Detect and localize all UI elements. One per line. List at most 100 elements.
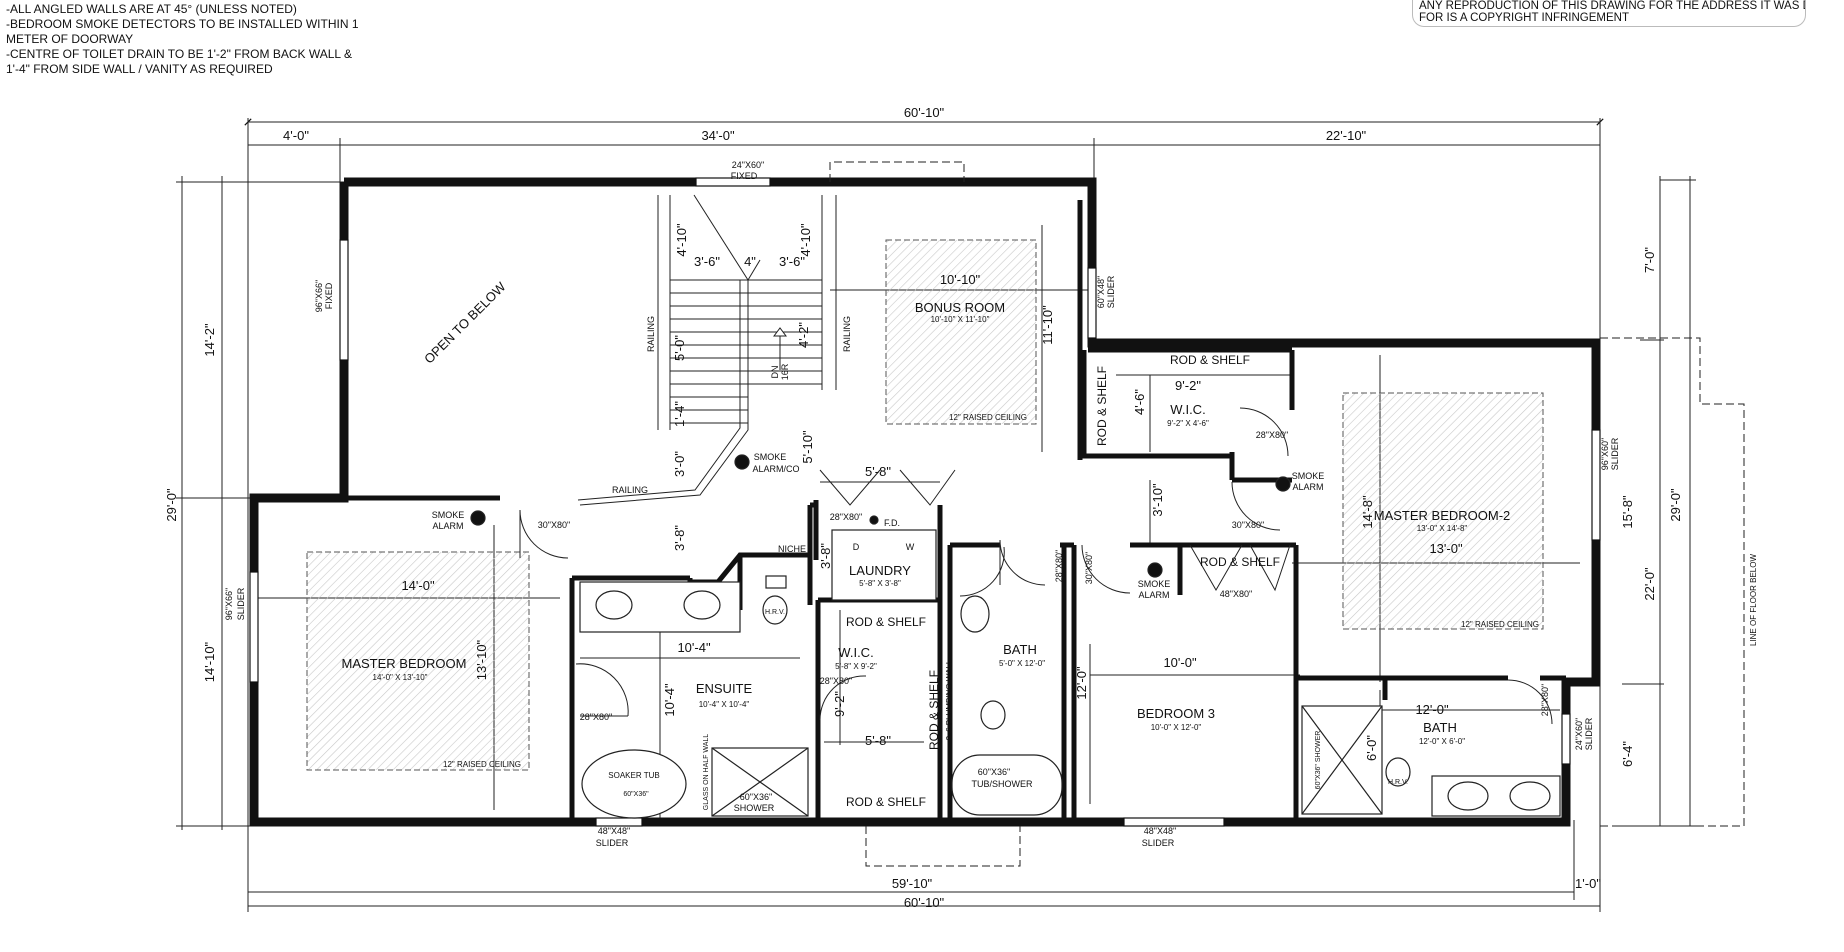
rod-shelf-label: ROD & SHELF xyxy=(846,795,926,809)
mb-ceiling xyxy=(306,551,530,771)
annotation-labels: 24"X60" FIXED 96"X66" FIXED 96"X66" SLID… xyxy=(224,160,1758,848)
window-label: FIXED xyxy=(731,171,758,181)
smoke-alarm-label: SMOKE xyxy=(1138,579,1171,589)
door-label: 30"X80" xyxy=(1232,520,1264,530)
room-bonus-note: 12" RAISED CEILING xyxy=(949,413,1027,422)
window-label: 96"X66" xyxy=(224,588,234,620)
bonus-ceiling xyxy=(885,239,1037,425)
room-bonus: BONUS ROOM xyxy=(915,300,1005,315)
dim-top-b: 34'-0" xyxy=(701,128,735,143)
smoke-alarm-label: ALARM xyxy=(1292,482,1323,492)
dim-wic1-h: 4'-6" xyxy=(1132,389,1147,415)
smoke-alarm-label: SMOKE xyxy=(1292,471,1325,481)
copyright-line: FOR IS A COPYRIGHT INFRINGEMENT xyxy=(1419,12,1630,24)
dim-stair-f: 5'-0" xyxy=(672,335,687,361)
smoke-alarm-label: SMOKE xyxy=(754,452,787,462)
rod-shelf-label: ROD & SHELF xyxy=(1095,366,1109,446)
dim-bottom-a: 59'-10" xyxy=(892,876,933,891)
dimension-text: 60'-10" 4'-0" 34'-0" 22'-10" 59'-10" 1'-… xyxy=(164,105,1683,910)
window-label: 60"X48" xyxy=(1096,276,1106,308)
dim-stair-d: 4" xyxy=(744,254,756,269)
rod-shelf-label: ROD & SHELF xyxy=(846,615,926,629)
dim-hall-b: 3'-8" xyxy=(818,543,833,569)
door-label: 30"X80" xyxy=(1084,552,1094,584)
bay-projections xyxy=(829,161,1745,867)
dim-mb-w: 14'-0" xyxy=(401,578,435,593)
door-label: 30"X80" xyxy=(538,520,570,530)
stairs xyxy=(577,194,837,506)
room-bath2-size: 12'-0" X 6'-0" xyxy=(1419,737,1465,746)
note-line: -CENTRE OF TOILET DRAIN TO BE 1'-2" FROM… xyxy=(6,47,352,61)
dim-bonus-h: 11'-10" xyxy=(1040,305,1055,345)
window-label: FIXED xyxy=(324,282,334,309)
dim-left-b: 14'-10" xyxy=(202,641,217,682)
rod-shelf-label: ROD & SHELF xyxy=(1200,555,1280,569)
door-label: 48"X80" xyxy=(1220,589,1252,599)
dim-stair-j: 5'-10" xyxy=(800,430,815,464)
dim-wic1-w: 9'-2" xyxy=(1175,378,1201,393)
railing-label: RAILING xyxy=(612,485,648,495)
room-mb-size: 14'-0" X 13'-10" xyxy=(373,673,428,682)
general-notes: -ALL ANGLED WALLS ARE AT 45° (UNLESS NOT… xyxy=(6,2,359,77)
dim-right-a: 7'-0" xyxy=(1642,247,1657,273)
room-mb-note: 12" RAISED CEILING xyxy=(443,760,521,769)
window-label: 48"X48" xyxy=(598,826,630,836)
shower-label: 60"X36" SHOWER xyxy=(1315,731,1322,790)
hrv-label: H.R.V. xyxy=(1388,779,1408,786)
glass-wall-label: GLASS ON HALF WALL xyxy=(703,734,710,810)
window-label: SLIDER xyxy=(596,838,629,848)
room-bedroom3-size: 10'-0" X 12'-0" xyxy=(1151,723,1202,732)
dim-stair-b: 4'-10" xyxy=(798,223,813,257)
dim-bonus-w: 10'-10" xyxy=(940,272,981,287)
stair-risers-label: 16R xyxy=(780,363,790,380)
shower-label: 60"X36" xyxy=(740,792,772,802)
tub-shower-label: TUB/SHOWER xyxy=(971,779,1033,789)
rod-shelf-label: ROD & SHELF xyxy=(1170,353,1250,367)
dim-right-d: 22'-0" xyxy=(1642,567,1657,601)
dim-stair-e: 3'-6" xyxy=(779,254,805,269)
room-laundry-size: 5'-8" X 3'-8" xyxy=(859,579,901,588)
tub-shower-label: 60"X36" xyxy=(978,767,1010,777)
room-bonus-size: 10'-10" X 11'-10" xyxy=(931,315,990,324)
note-line: -BEDROOM SMOKE DETECTORS TO BE INSTALLED… xyxy=(6,17,359,31)
room-mb2: MASTER BEDROOM-2 xyxy=(1374,508,1511,523)
dim-right-b: 15'-8" xyxy=(1620,495,1635,529)
window-label: SLIDER xyxy=(1106,275,1116,308)
room-bedroom3: BEDROOM 3 xyxy=(1137,706,1215,721)
dim-right-total: 29'-0" xyxy=(1668,488,1683,522)
stair-dn-label: DN xyxy=(770,366,780,379)
open-to-below: OPEN TO BELOW xyxy=(421,279,509,367)
dryer-label: D xyxy=(853,542,860,552)
note-line: 1'-4" FROM SIDE WALL / VANITY AS REQUIRE… xyxy=(6,62,273,76)
dim-wic2-w: 5'-8" xyxy=(865,733,891,748)
raised-ceilings xyxy=(306,239,1544,771)
window-label: 96"X66" xyxy=(314,280,324,312)
dim-right-c: 6'-4" xyxy=(1620,741,1635,767)
door-label: 28"X80" xyxy=(820,676,852,686)
door-label: 28"X80" xyxy=(1256,430,1288,440)
dim-bottom-b: 1'-0" xyxy=(1575,876,1601,891)
dim-stair-a: 4'-10" xyxy=(674,223,689,257)
dim-mb-h: 13'-10" xyxy=(474,639,489,680)
dim-stair-g: 4'-2" xyxy=(796,322,811,348)
niche-label: NICHE xyxy=(778,544,806,554)
room-bath1: BATH xyxy=(1003,642,1037,657)
dim-hall-c: 3'-10" xyxy=(1150,483,1165,517)
door-label: 28"X80" xyxy=(580,712,612,722)
note-line: METER OF DOORWAY xyxy=(6,32,134,46)
room-bath1-size: 5'-0" X 12'-0" xyxy=(999,659,1045,668)
plumbing-wall-label: 2x6 PLUMBING WALL xyxy=(945,659,954,740)
window-label: 48"X48" xyxy=(1144,826,1176,836)
shower-label: SHOWER xyxy=(734,803,775,813)
copyright-notice: ANY REPRODUCTION OF THIS DRAWING FOR THE… xyxy=(1412,0,1806,27)
door-label: 28"X80" xyxy=(1540,684,1550,716)
door-label: 28"X80" xyxy=(1054,550,1064,582)
fixtures xyxy=(470,454,1561,819)
line-of-floor-label: LINE OF FLOOR BELOW xyxy=(1749,554,1758,646)
room-wic2-size: 5'-8" X 9'-2" xyxy=(835,662,877,671)
dim-stair-h: 1'-4" xyxy=(672,401,687,427)
window-label: SLIDER xyxy=(236,587,246,620)
rod-shelf-label: ROD & SHELF xyxy=(927,670,941,750)
smoke-alarm-label: ALARM/CO xyxy=(752,464,799,474)
